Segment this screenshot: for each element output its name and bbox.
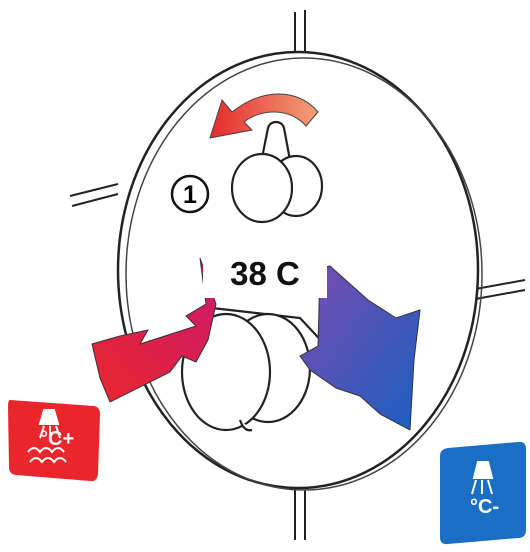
hot-arrow (91, 257, 217, 403)
rotate-arrow (209, 93, 319, 139)
hot-badge (8, 400, 100, 482)
step-number: 1 (183, 181, 197, 209)
shutoff-knob[interactable] (230, 120, 324, 224)
temperature-label: 38 C (203, 250, 327, 298)
cold-arrow (299, 265, 421, 431)
temperature-knob[interactable] (180, 306, 330, 432)
cold-badge (440, 441, 526, 545)
step-number-circle (170, 174, 210, 214)
hot-badge-label: °C+ (40, 428, 75, 450)
cold-badge-label: °C- (470, 496, 500, 518)
wall-grout-lines (69, 10, 526, 540)
